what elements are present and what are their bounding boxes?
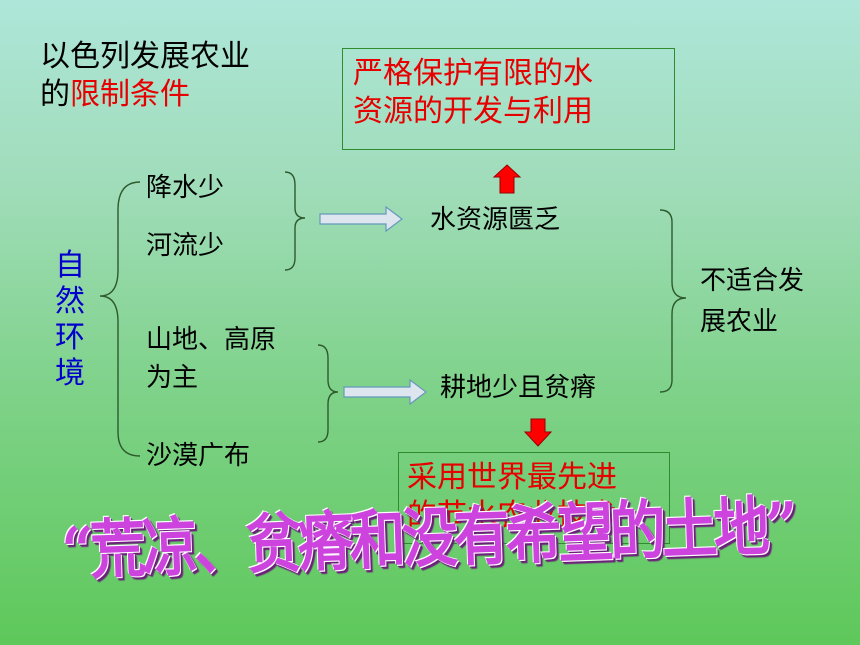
land-arrow — [343, 378, 427, 406]
water-saving-line-2: 的节水农业技术 — [407, 498, 617, 533]
factor-terrain-line-2: 为主 — [146, 363, 199, 393]
result-water-shortage: 水资源匮乏 — [430, 205, 561, 235]
factor-few-rivers: 河流少 — [146, 231, 225, 261]
water-brace — [284, 171, 306, 271]
main-brace — [99, 181, 141, 457]
conclusion-brace — [659, 209, 687, 393]
title-highlight: 限制条件 — [70, 77, 190, 112]
conclusion-line-2: 展农业 — [700, 307, 779, 337]
result-poor-land: 耕地少且贫瘠 — [440, 373, 597, 403]
factor-terrain-line-1: 山地、高原 — [146, 325, 277, 355]
factor-desert: 沙漠广布 — [146, 441, 251, 471]
down-red-arrow — [523, 418, 553, 447]
water-saving-box: 采用世界最先进 的节水农业技术 — [398, 452, 670, 544]
conclusion-line-1: 不适合发 — [700, 266, 805, 296]
land-brace — [317, 344, 339, 443]
page-title: 以色列发展农业 的限制条件 — [40, 38, 250, 114]
water-protection-line-2: 资源的开发与利用 — [353, 94, 593, 129]
title-line-1: 以色列发展农业 — [40, 39, 250, 74]
factor-little-rain: 降水少 — [146, 173, 225, 203]
water-arrow — [319, 205, 403, 233]
up-red-arrow — [492, 164, 522, 194]
water-saving-line-1: 采用世界最先进 — [407, 460, 617, 495]
category-natural-environment: 自然环境 — [55, 248, 85, 391]
water-protection-box: 严格保护有限的水 资源的开发与利用 — [342, 48, 675, 150]
water-protection-line-1: 严格保护有限的水 — [353, 56, 593, 91]
title-line-2-prefix: 的 — [40, 77, 70, 112]
title-line-2: 的限制条件 — [40, 76, 250, 114]
